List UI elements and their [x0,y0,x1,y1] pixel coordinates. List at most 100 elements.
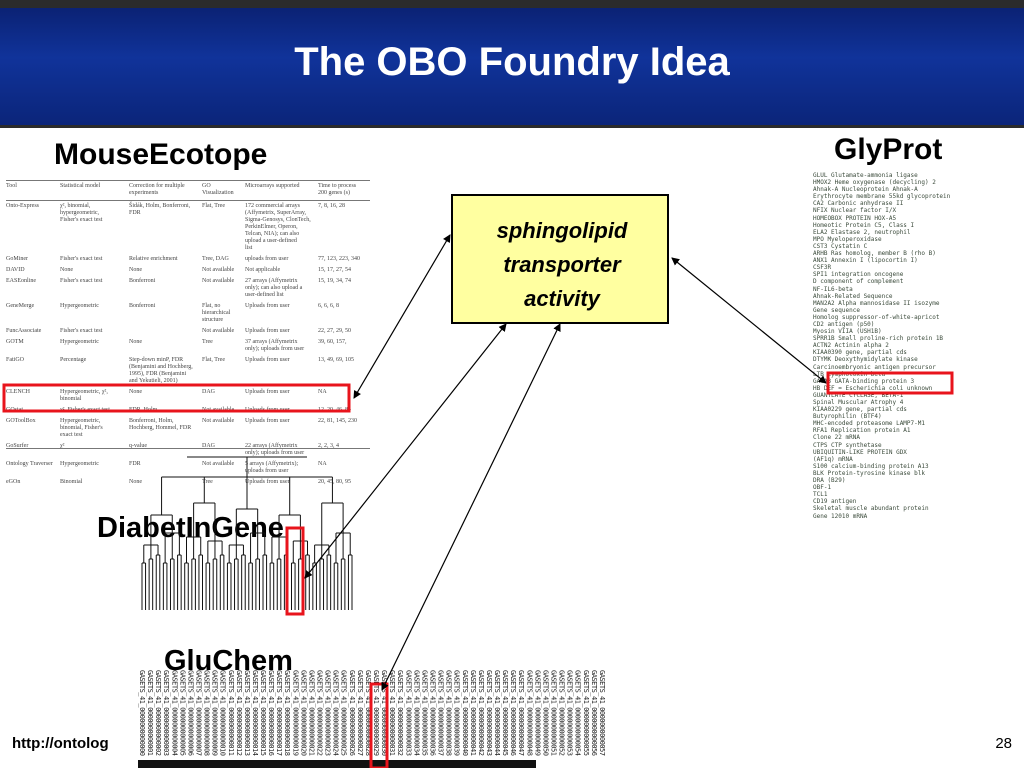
gluchem-column-label: GASETS_41_0000000000027 [355,670,364,756]
table-cell: 37 arrays (Affymetrix only); uploads fro… [245,339,305,352]
mouseecotope-label: MouseEcotope [54,138,268,171]
table-cell: Not available [202,461,235,467]
gluchem-column-label: GASETS_41_0000000000025 [339,670,348,756]
table-cell: Šidák, Holm, Bonferroni, FDR [129,203,191,216]
concept-line-3: activity [524,286,600,311]
gluchem-column-label: GASETS_41_0000000000029 [372,670,380,756]
table-header-cell: Tool [6,183,17,189]
gluchem-column-label: GASETS_41_0000000000017 [275,670,284,756]
table-cell: Uploads from user [245,303,290,309]
gluchem-column-label: GASETS_41_0000000000024 [331,670,340,756]
table-cell: Flat, no hierarchical structure [202,303,231,323]
table-rule [6,448,370,449]
glyprot-list-item: Homeotic Protein C5, Class I [813,221,915,229]
concept-line-2: transporter [503,252,621,277]
glyprot-list-item: MPO Myeloperoxidase [813,235,882,243]
gluchem-column-label: GASETS_41_0000000000001 [146,670,155,756]
glyprot-list-item: NF-IL6-beta [813,285,853,293]
table-cell: Not available [202,328,235,334]
table-cell: DAG [202,389,215,395]
table-header-cell: Correction for multiple experiments [129,183,185,196]
table-cell: Bonferroni [129,303,156,309]
gluchem-column-label: GASETS_41_0000000000016 [267,670,276,756]
table-cell: q-value [129,443,147,449]
glyprot-list-item: MHC-encoded proteasome LAMP7-M1 [813,420,925,428]
gluchem-column-label: GASETS_41_0000000000005 [178,670,187,756]
glyprot-list-item: Clone 22 mRNA [813,434,860,442]
glyprot-list-item: Carcinoembryonic antigen precursor [813,363,936,371]
glyprot-list-item: Skeletal muscle abundant protein [813,505,929,513]
glyprot-list-item: S100 calcium-binding protein A13 [813,462,929,470]
table-cell: Fisher's exact test [60,328,103,334]
table-cell: 7, 8, 16, 28 [318,203,345,209]
glyprot-list-item: DTYMK Deoxythymidylate kinase [813,356,918,364]
table-cell: Tree [202,479,213,485]
gluchem-column-label: GASETS_41_0000000000041 [468,670,477,756]
table-cell: Hypergeometric, χ², binomial [60,389,108,402]
glyprot-list-item: RFA1 Replication protein A1 [813,427,911,435]
gluchem-column-label: GASETS_41_0000000000055 [581,670,590,756]
page-number: 28 [995,735,1012,752]
table-cell: GoMiner [6,256,28,262]
table-cell: Not available [202,267,235,273]
gluchem-label: GluChem [164,645,293,677]
glyprot-list-item: Butyrophilin (BTF4) [813,413,882,421]
table-cell: Bonferroni [129,278,156,284]
glyprot-list-item: MAN2A2 Alpha mannosidase II isozyme [813,299,940,307]
gluchem-column-label: GASETS_41_0000000000028 [363,670,372,756]
glyprot-list-item: HMOX2 Heme oxygenase (decycling) 2 [813,179,936,187]
table-header-cell: Time to process 200 genes (s) [318,183,357,196]
glyprot-list-item: DRA (B29) [813,477,846,485]
glyprot-list-item: KIAA0390 gene, partial cds [813,349,907,357]
gluchem-column-label: GASETS_41_0000000000011 [226,670,235,756]
glyprot-list-item: HB DEF = Escherichia coli unknown [813,384,933,392]
table-cell: χ² [60,443,65,449]
table-cell: Hypergeometric [60,303,99,309]
gluchem-column-label: GASETS_41_0000000000052 [557,670,566,756]
glyprot-list-item: SPRR1B Small proline-rich protein 1B [813,335,944,343]
glyprot-list-item: UBIQUITIN-LIKE PROTEIN GDX [813,448,907,456]
table-cell: uploads from user [245,256,289,262]
gluchem-column-label: GASETS_41_0000000000053 [565,670,574,756]
table-cell: Not applicable [245,267,281,273]
gluchem-column-label: GASETS_41_0000000000003 [162,670,171,756]
table-cell: χ², binomial, hypergeometric, Fisher's e… [60,203,103,223]
glyprot-list-item: ACTN2 Actinin alpha 2 [813,342,889,350]
glyprot-list-item: Spinal Muscular Atrophy 4 [813,399,904,406]
table-cell: Binomial [60,479,83,485]
gluchem-column-label: GASETS_41_0000000000035 [420,670,429,756]
table-cell: Step-down minP, FDR (Benjamini and Hochb… [129,357,193,384]
gluchem-column-label: GASETS_41_0000000000032 [396,670,405,756]
glyprot-list-item: ANX1 Annexin I (lipocortin I) [813,257,918,265]
glyprot-list-item: CD19 antigen [813,498,857,506]
glyprot-list-item: OBF-1 [813,484,832,492]
table-cell: EASEonline [6,278,36,284]
glyprot-list-item: Homolog suppressor-of-white-apricot [813,313,940,321]
table-cell: 22 arrays (Affymetrix only); uploads fro… [245,443,305,456]
gluchem-column-label: GASETS_41_0000000000054 [573,670,582,756]
table-rule [6,200,370,201]
table-cell: Not available [202,418,235,424]
table-cell: None [129,479,142,485]
diabetingene-highlight [285,526,305,616]
table-cell: Percentage [60,357,87,363]
glyprot-list-item: CD2 antigen (p50) [813,320,875,328]
gluchem-column-label: GASETS_41_0000000000020 [299,670,308,756]
gluchem-column-label: GASETS_41_0000000000040 [460,670,469,756]
table-cell: Uploads from user [245,479,290,485]
mouseecotope-highlight [2,383,351,413]
gluchem-column-label: GASETS_41_0000000000049 [533,670,542,756]
table-cell: 27 arrays (Affymetrix only); can also up… [245,278,303,298]
glyprot-list-item: ELA2 Elastase 2, neutrophil [813,228,911,236]
table-cell: GoSurfer [6,443,29,449]
gluchem-column-label: GASETS_41_0000000000043 [484,670,493,756]
glyprot-list-item: SPI1 integration oncogene [813,271,904,279]
glyprot-label: GlyProt [834,133,943,166]
table-cell: Flat, Tree [202,357,226,363]
arrow-to-diabetingene [304,323,507,579]
table-cell: None [129,339,142,345]
glyprot-list-item: Ahnak-Related Sequence [813,292,893,300]
glyprot-list-item: CA2 Carbonic anhydrase II [813,200,904,208]
